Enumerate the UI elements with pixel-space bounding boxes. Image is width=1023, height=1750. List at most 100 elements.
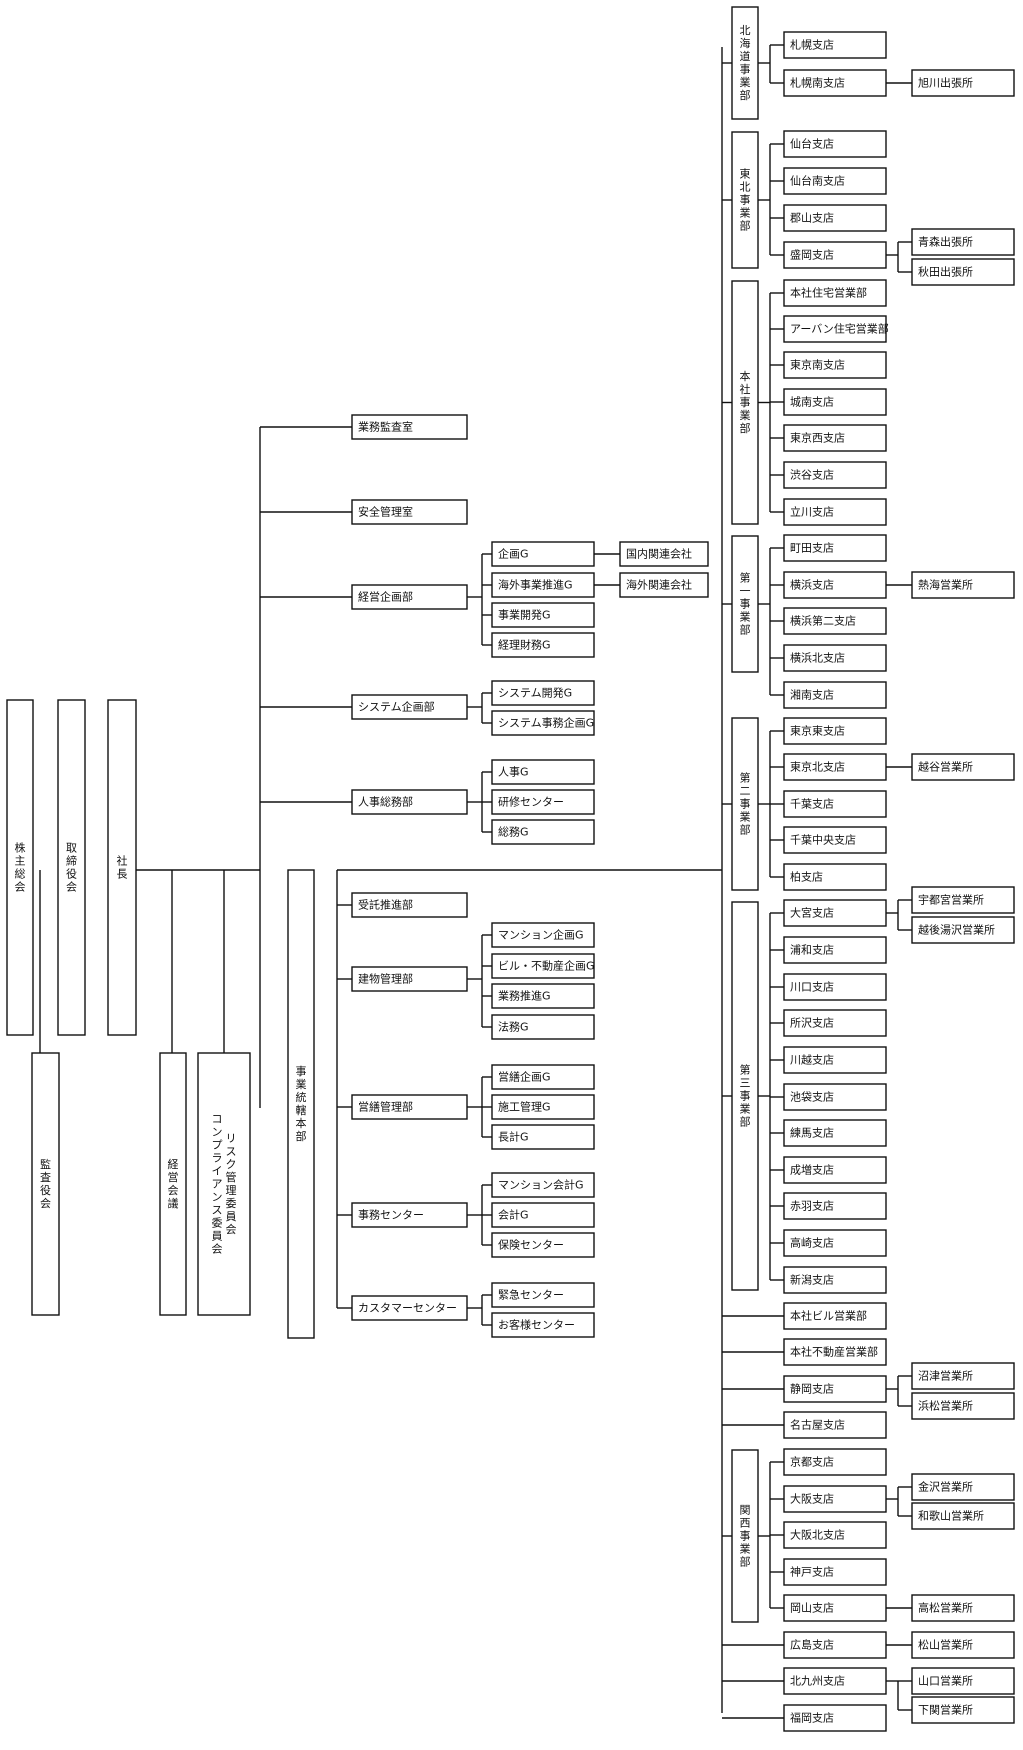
system-group-0: システム開発G (491, 680, 595, 706)
hr-box-label: 人事総務部 (358, 795, 413, 809)
office-group-2-label: 保険センター (498, 1238, 564, 1252)
hokkaido-branch-1-label: 札幌南支店 (790, 76, 845, 90)
office-group-0: マンション会計G (491, 1172, 595, 1198)
building-group-2-label: 業務推進G (498, 989, 551, 1003)
direct1-branch-0-label: 本社ビル営業部 (790, 1309, 867, 1323)
committees-box-label: リスク管理委員会 (226, 1132, 237, 1236)
tohoku-division-box: 東北事業部 (731, 131, 759, 269)
second-branch-2-label: 千葉支店 (790, 797, 834, 811)
repair-group-0: 営繕企画G (491, 1064, 595, 1090)
honsha-branch-2-label: 東京南支店 (790, 358, 845, 372)
customer-group-0-label: 緊急センター (498, 1288, 564, 1302)
affiliate-box-0-label: 国内関連会社 (626, 547, 692, 561)
planning-box: 経営企画部 (351, 584, 468, 610)
direct2-office-0: 松山営業所 (911, 1631, 1015, 1659)
direct2-office-0-label: 松山営業所 (918, 1638, 973, 1652)
president-box-label: 社長 (117, 854, 128, 881)
kansai-branch-3-label: 神戸支店 (790, 1565, 834, 1579)
office-group-0-label: マンション会計G (498, 1178, 584, 1192)
kansai-branch-0: 京都支店 (783, 1448, 887, 1476)
honsha-branch-0-label: 本社住宅営業部 (790, 286, 867, 300)
building-box: 建物管理部 (351, 966, 468, 992)
tohoku-branch-2-label: 郡山支店 (790, 211, 834, 225)
second-division-box: 第二事業部 (731, 717, 759, 891)
third-office-1: 越後湯沢営業所 (911, 916, 1015, 944)
hokkaido-branch-0: 札幌支店 (783, 31, 887, 59)
second-office-0-label: 越谷営業所 (918, 760, 973, 774)
planning-group-0: 企画G (491, 541, 595, 567)
shareholders-box: 株主総会 (6, 699, 34, 1036)
tohoku-branch-0-label: 仙台支店 (790, 137, 834, 151)
third-branch-8: 赤羽支店 (783, 1192, 887, 1220)
third-office-1-label: 越後湯沢営業所 (918, 923, 995, 937)
third-branch-10-label: 新潟支店 (790, 1273, 834, 1287)
planning-group-0-label: 企画G (498, 547, 529, 561)
third-branch-1-label: 浦和支店 (790, 943, 834, 957)
third-branch-7-label: 成増支店 (790, 1163, 834, 1177)
kansai-office-1-label: 和歌山営業所 (918, 1509, 984, 1523)
planning-group-1-label: 海外事業推進G (498, 578, 573, 592)
building-group-2: 業務推進G (491, 983, 595, 1009)
direct2-branch-2: 福岡支店 (783, 1704, 887, 1732)
planning-group-3: 経理財務G (491, 632, 595, 658)
auditors-box-label: 監査役会 (40, 1157, 51, 1210)
second-branch-3: 千葉中央支店 (783, 826, 887, 854)
honsha-branch-1: アーバン住宅営業部 (783, 315, 889, 343)
honsha-branch-4-label: 東京西支店 (790, 431, 845, 445)
hokkaido-office-0-label: 旭川出張所 (918, 76, 973, 90)
planning-box-label: 経営企画部 (358, 590, 413, 604)
planning-group-3-label: 経理財務G (498, 638, 551, 652)
third-branch-10: 新潟支店 (783, 1266, 887, 1294)
third-branch-5: 池袋支店 (783, 1083, 887, 1111)
first-division-box-label: 第一事業部 (740, 571, 751, 637)
second-branch-1: 東京北支店 (783, 753, 887, 781)
first-division-box: 第一事業部 (731, 535, 759, 673)
direct1-branch-1: 本社不動産営業部 (783, 1338, 887, 1366)
customer-group-1-label: お客様センター (498, 1318, 575, 1332)
direct1-branch-1-label: 本社不動産営業部 (790, 1345, 878, 1359)
kansai-office-2: 高松営業所 (911, 1594, 1015, 1622)
hr-group-2: 総務G (491, 819, 595, 845)
kansai-branch-1: 大阪支店 (783, 1485, 887, 1513)
planning-group-2: 事業開発G (491, 602, 595, 628)
tohoku-branch-1-label: 仙台南支店 (790, 174, 845, 188)
first-branch-3-label: 横浜北支店 (790, 651, 845, 665)
third-branch-0: 大宮支店 (783, 899, 887, 927)
repair-box-label: 営繕管理部 (358, 1100, 413, 1114)
honsha-branch-5-label: 渋谷支店 (790, 468, 834, 482)
second-branch-4-label: 柏支店 (790, 870, 823, 884)
direct2-branch-1-label: 北九州支店 (790, 1674, 845, 1688)
kansai-office-0: 金沢営業所 (911, 1473, 1015, 1501)
third-division-box: 第三事業部 (731, 901, 759, 1291)
second-branch-2: 千葉支店 (783, 790, 887, 818)
direct2-branch-2-label: 福岡支店 (790, 1711, 834, 1725)
first-branch-4: 湘南支店 (783, 681, 887, 709)
building-group-3-label: 法務G (498, 1020, 529, 1034)
planning-group-1: 海外事業推進G (491, 572, 595, 598)
third-branch-5-label: 池袋支店 (790, 1090, 834, 1104)
kansai-branch-4: 岡山支店 (783, 1594, 887, 1622)
kansai-division-box: 関西事業部 (731, 1449, 759, 1623)
third-branch-9: 高崎支店 (783, 1229, 887, 1257)
building-group-1-label: ビル・不動産企画G (498, 959, 595, 973)
honsha-branch-2: 東京南支店 (783, 351, 887, 379)
direct2-office-2-label: 下関営業所 (918, 1703, 973, 1717)
direct2-branch-1: 北九州支店 (783, 1667, 887, 1695)
tohoku-branch-2: 郡山支店 (783, 204, 887, 232)
honsha-division-box-label: 本社事業部 (740, 369, 751, 435)
repair-group-1-label: 施工管理G (498, 1100, 551, 1114)
honsha-division-box: 本社事業部 (731, 280, 759, 525)
third-branch-6-label: 練馬支店 (790, 1126, 834, 1140)
safety-box: 安全管理室 (351, 499, 468, 525)
third-branch-6: 練馬支店 (783, 1119, 887, 1147)
direct2-office-2: 下関営業所 (911, 1696, 1015, 1724)
system-group-0-label: システム開発G (498, 686, 572, 700)
first-branch-3: 横浜北支店 (783, 644, 887, 672)
second-branch-4: 柏支店 (783, 863, 887, 891)
direct2-office-1-label: 山口営業所 (918, 1674, 973, 1688)
tohoku-branch-1: 仙台南支店 (783, 167, 887, 195)
honsha-branch-3-label: 城南支店 (790, 395, 834, 409)
hokkaido-division-box: 北海道事業部 (731, 6, 759, 120)
direct1-office-1: 浜松営業所 (911, 1392, 1015, 1420)
